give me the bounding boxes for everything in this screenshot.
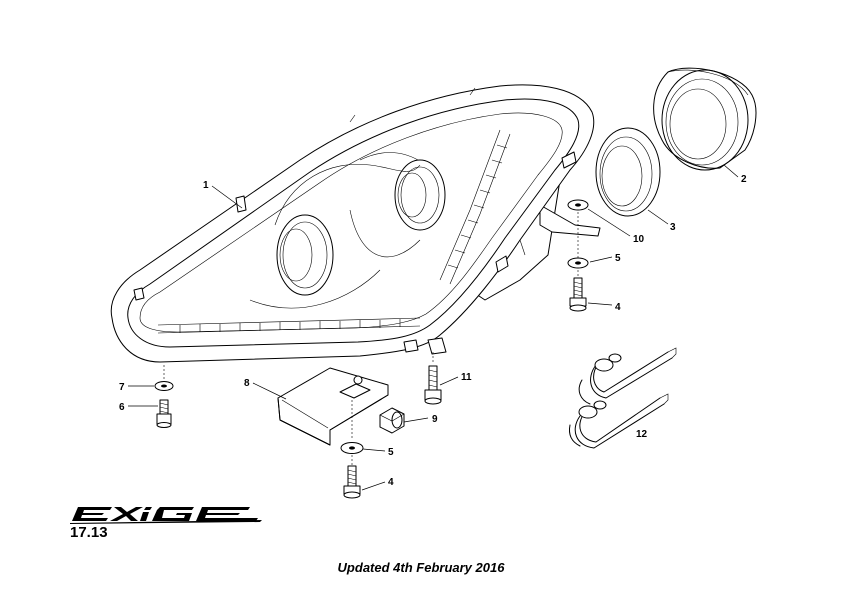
callout-5a: 5 xyxy=(615,253,621,264)
updated-date: Updated 4th February 2016 xyxy=(337,560,505,575)
callout-1: 1 xyxy=(203,180,209,191)
callout-11: 11 xyxy=(461,372,472,383)
nut-9 xyxy=(379,407,405,434)
callout-6: 6 xyxy=(119,402,125,413)
mounting-bracket xyxy=(277,367,389,446)
exige-logo xyxy=(70,507,262,524)
callout-2: 2 xyxy=(741,174,747,185)
callout-12: 12 xyxy=(636,429,648,440)
page-reference: 17.13 xyxy=(70,524,108,541)
dust-cover-small xyxy=(595,127,661,217)
callout-4b: 4 xyxy=(388,477,394,488)
callout-5b: 5 xyxy=(388,447,394,458)
callout-7: 7 xyxy=(119,382,125,393)
callout-4a: 4 xyxy=(615,302,621,313)
bulb-set xyxy=(569,347,677,449)
callout-9: 9 xyxy=(432,414,438,425)
callout-3: 3 xyxy=(670,222,676,233)
screw-4-lower xyxy=(343,465,361,499)
leader-lines xyxy=(128,164,739,491)
washer-5-upper xyxy=(567,257,589,269)
washer-5-lower xyxy=(340,442,364,454)
screw-6 xyxy=(156,399,172,428)
dust-cover-large xyxy=(653,67,757,171)
screw-11 xyxy=(424,352,442,405)
washer-7 xyxy=(154,381,174,391)
washer-10 xyxy=(567,199,589,211)
callout-8: 8 xyxy=(244,378,250,389)
headlamp-assembly xyxy=(110,84,601,363)
screw-4-upper xyxy=(569,277,587,312)
callout-10: 10 xyxy=(633,234,645,245)
